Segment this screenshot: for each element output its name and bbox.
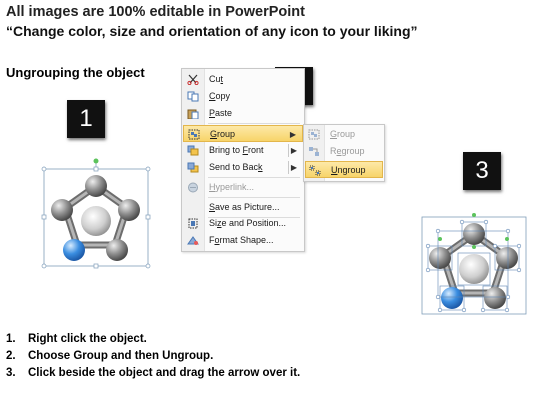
group-icon bbox=[188, 129, 200, 140]
copy-icon bbox=[187, 91, 199, 102]
individual-selection-boxes bbox=[427, 221, 520, 311]
resize-handles[interactable] bbox=[41, 166, 151, 269]
page-title: All images are 100% editable in PowerPoi… bbox=[6, 4, 305, 20]
submenu-item-label: Regroup bbox=[330, 146, 365, 156]
submenu-item-ungroup[interactable]: Ungroup bbox=[305, 161, 383, 178]
menu-item-hyperlink[interactable]: Hyperlink... bbox=[183, 179, 303, 196]
menu-item-label: Format Shape... bbox=[209, 235, 274, 245]
menu-item-copy[interactable]: Copy bbox=[183, 88, 303, 105]
submenu-item-regroup[interactable]: Regroup bbox=[305, 143, 383, 160]
ungrouped-wheel-object[interactable] bbox=[418, 203, 530, 318]
instruction-item: 1.Right click the object. bbox=[6, 333, 147, 345]
instruction-list: 1.Right click the object. 2.Choose Group… bbox=[6, 331, 300, 382]
regroup-icon bbox=[309, 147, 319, 156]
submenu-arrow-icon: ▶ bbox=[289, 130, 296, 139]
send-to-back-icon bbox=[187, 162, 199, 173]
submenu-item-label: Group bbox=[330, 129, 356, 139]
menu-item-save-as-picture[interactable]: Save as Picture... bbox=[183, 199, 303, 216]
menu-item-label: Send to Back bbox=[209, 162, 263, 172]
section-heading: Ungrouping the object bbox=[6, 65, 145, 80]
menu-item-label: Bring to Front bbox=[209, 145, 264, 155]
sphere-right bbox=[118, 199, 140, 221]
menu-item-send-to-back[interactable]: Send to Back ▶ bbox=[183, 159, 303, 176]
submenu-item-group[interactable]: Group bbox=[305, 126, 383, 143]
menu-item-label: Save as Picture... bbox=[209, 202, 280, 212]
menu-item-label: Paste bbox=[209, 108, 233, 118]
hyperlink-icon bbox=[188, 182, 198, 193]
rotation-handle[interactable] bbox=[93, 158, 99, 164]
menu-item-format-shape[interactable]: Format Shape... bbox=[183, 232, 303, 249]
menu-item-label: Hyperlink... bbox=[209, 182, 255, 192]
menu-item-label: Copy bbox=[209, 91, 231, 101]
sphere-bottom-left-blue bbox=[63, 239, 85, 261]
submenu-arrow-icon: ▶ bbox=[290, 146, 297, 155]
menu-item-paste[interactable]: Paste bbox=[183, 105, 303, 122]
submenu-arrow-icon: ▶ bbox=[290, 163, 297, 172]
group-submenu: Group Regroup Ungroup bbox=[303, 124, 385, 182]
menu-item-bring-to-front[interactable]: Bring to Front ▶ bbox=[183, 142, 303, 159]
grouped-wheel-object[interactable] bbox=[40, 155, 152, 270]
size-position-icon bbox=[188, 218, 198, 229]
menu-item-label: Group bbox=[210, 129, 236, 139]
sphere-bottom-right bbox=[106, 239, 128, 261]
menu-item-cut[interactable]: Cut bbox=[183, 71, 303, 88]
menu-item-label: Size and Position... bbox=[209, 218, 287, 228]
group-icon bbox=[308, 129, 320, 140]
ungroup-icon bbox=[309, 165, 321, 176]
menu-item-group[interactable]: Group ▶ bbox=[183, 125, 303, 142]
scissors-icon bbox=[187, 74, 199, 85]
bring-to-front-icon bbox=[187, 145, 199, 156]
paste-icon bbox=[187, 109, 199, 119]
step-badge-1: 1 bbox=[67, 100, 105, 138]
page-subtitle: “Change color, size and orientation of a… bbox=[6, 23, 418, 39]
sphere-top bbox=[85, 175, 107, 197]
instruction-item: 2.Choose Group and then Ungroup. bbox=[6, 350, 214, 362]
menu-item-label: Cut bbox=[209, 74, 224, 84]
menu-item-size-and-position[interactable]: Size and Position... bbox=[183, 215, 303, 232]
submenu-item-label: Ungroup bbox=[331, 165, 366, 175]
step-badge-3: 3 bbox=[463, 152, 501, 190]
center-sphere bbox=[81, 206, 111, 236]
format-shape-icon bbox=[187, 236, 199, 245]
context-menu: Cut Copy Paste Group ▶ Bring to Front ▶ … bbox=[181, 68, 305, 252]
instruction-item: 3.Click beside the object and drag the a… bbox=[6, 367, 301, 379]
sphere-left bbox=[51, 199, 73, 221]
